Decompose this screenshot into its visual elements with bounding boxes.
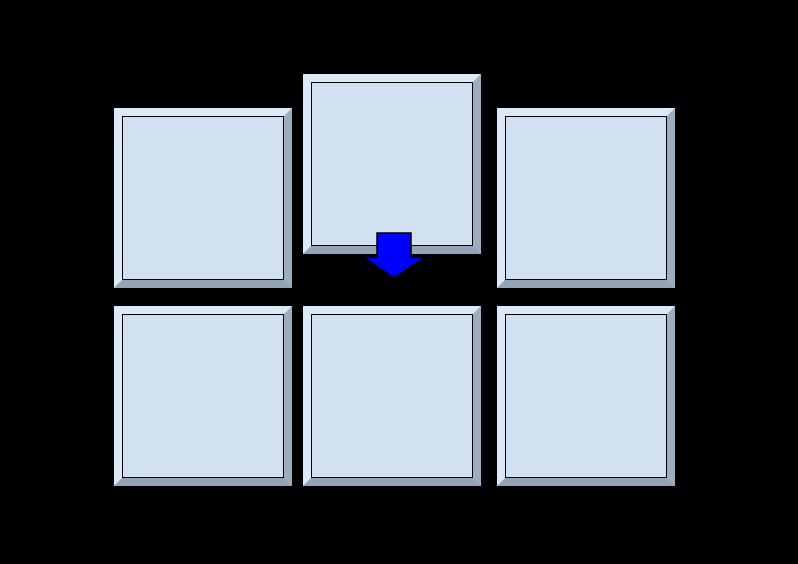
- panel-top-left: [114, 108, 292, 288]
- panel-top-right: [497, 108, 675, 288]
- panel-bottom-middle: [303, 306, 481, 486]
- panel-bottom-right: [497, 306, 675, 486]
- panel-top-middle: [303, 74, 481, 254]
- panel-bottom-left: [114, 306, 292, 486]
- down-arrow-icon: [362, 232, 426, 279]
